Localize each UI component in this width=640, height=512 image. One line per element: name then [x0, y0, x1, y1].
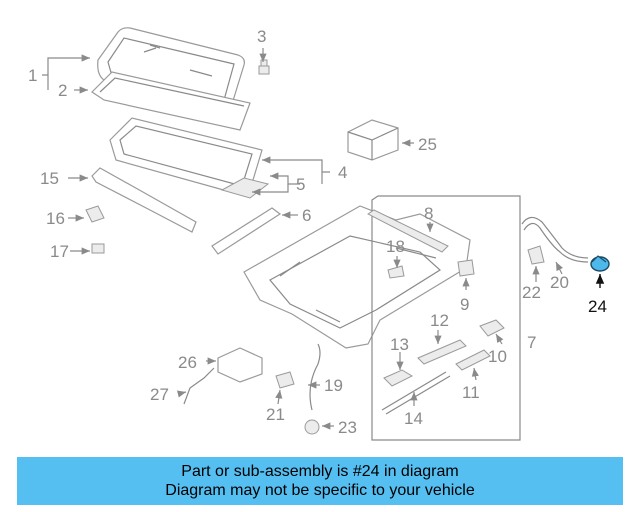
label-part-27: 27 — [150, 385, 169, 404]
label-part-16: 16 — [46, 209, 65, 228]
label-part-15: 15 — [40, 169, 59, 188]
hose-part-19 — [309, 343, 321, 411]
sunroof-housing — [243, 205, 471, 349]
label-part-26: 26 — [178, 353, 197, 372]
callout-box-7 — [371, 195, 521, 441]
label-part-13: 13 — [390, 335, 409, 354]
clip-part-17 — [91, 243, 105, 254]
guide-part-13 — [383, 369, 414, 387]
drain-hose-20 — [521, 216, 589, 259]
rail-part-8 — [367, 209, 449, 253]
label-part-14: 14 — [404, 409, 423, 428]
label-part-5: 5 — [296, 175, 305, 194]
label-part-23: 23 — [338, 418, 357, 437]
motor-part-10 — [479, 319, 505, 337]
trim-strip-15 — [91, 167, 197, 233]
label-part-6: 6 — [302, 206, 311, 225]
bracket-part-9 — [457, 259, 475, 277]
sunroof-parts-diagram: 1 2 3 4 5 6 7 8 9 10 11 12 13 14 15 16 1… — [28, 27, 610, 441]
clip-part-22 — [527, 245, 545, 265]
motor-part-26 — [217, 347, 263, 383]
label-part-21: 21 — [266, 405, 285, 424]
label-part-24: 24 — [588, 297, 607, 316]
label-part-2: 2 — [58, 81, 67, 100]
bracket-part-5 — [220, 177, 270, 199]
info-banner: Part or sub-assembly is #24 in diagram D… — [17, 457, 623, 505]
label-part-17: 17 — [50, 242, 69, 261]
banner-line-1: Part or sub-assembly is #24 in diagram — [181, 463, 459, 480]
label-part-11: 11 — [462, 383, 480, 402]
grommet-part-23 — [304, 419, 320, 435]
module-part-25 — [347, 119, 399, 161]
cable-part-14 — [381, 371, 451, 415]
label-part-20: 20 — [550, 273, 569, 292]
part-labels: 1 2 3 4 5 6 7 8 9 10 11 12 13 14 15 16 1… — [28, 27, 607, 437]
pad-part-16 — [85, 205, 105, 223]
bolt-part-3 — [258, 59, 270, 75]
rail-part-6 — [211, 207, 282, 255]
leader-lines — [42, 48, 605, 430]
label-part-19: 19 — [324, 376, 343, 395]
drain-valve-part-24 — [590, 255, 610, 272]
label-part-1: 1 — [28, 66, 37, 85]
slider-part-12 — [417, 339, 467, 365]
slider-part-11 — [455, 349, 491, 371]
label-part-7: 7 — [527, 333, 536, 352]
label-part-18: 18 — [386, 237, 405, 256]
label-part-10: 10 — [488, 347, 507, 366]
clip-part-21 — [275, 371, 295, 389]
label-part-4: 4 — [338, 163, 347, 182]
label-part-25: 25 — [418, 135, 437, 154]
glass-seal — [91, 71, 251, 131]
label-part-12: 12 — [430, 311, 449, 330]
banner-line-2: Diagram may not be specific to your vehi… — [165, 482, 475, 499]
label-part-3: 3 — [257, 27, 266, 46]
label-part-9: 9 — [460, 295, 469, 314]
label-part-22: 22 — [522, 283, 541, 302]
label-part-8: 8 — [424, 204, 433, 223]
hose-part-27 — [183, 367, 215, 405]
